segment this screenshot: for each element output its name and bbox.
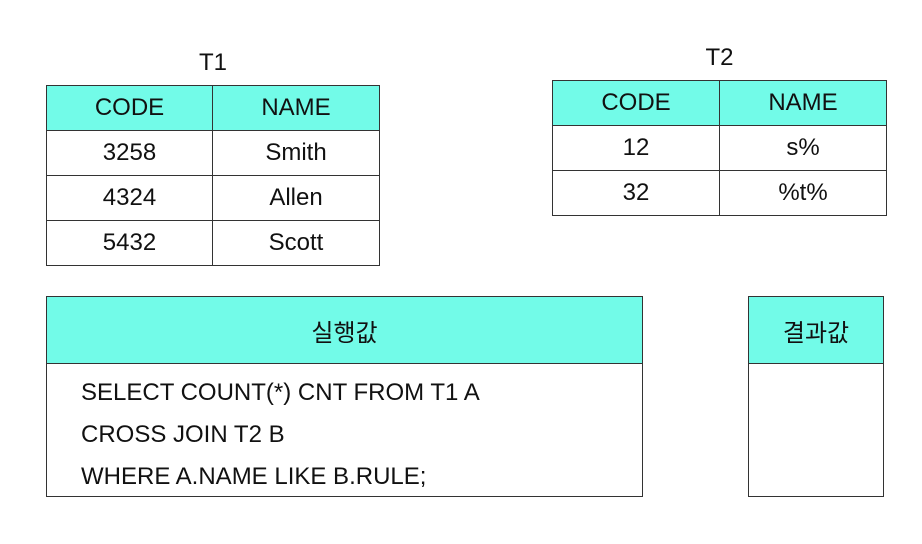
t1-table: CODE NAME 3258 Smith 4324 Allen 5432 Sco… (46, 85, 380, 266)
result-panel: 결과값 (748, 296, 884, 497)
table-row: 3258 Smith (46, 130, 380, 176)
t2-header-code: CODE (552, 80, 720, 126)
t2-cell-name: %t% (719, 170, 887, 216)
t1-cell-code: 5432 (46, 220, 213, 266)
result-panel-title: 결과값 (749, 297, 883, 364)
t2-header-name: NAME (719, 80, 887, 126)
t1-header-row: CODE NAME (46, 85, 380, 131)
table-row: 5432 Scott (46, 220, 380, 266)
t1-cell-code: 4324 (46, 175, 213, 221)
t1-cell-name: Smith (212, 130, 380, 176)
sql-line: CROSS JOIN T2 B (81, 421, 285, 448)
t2-cell-code: 32 (552, 170, 720, 216)
sql-code-block: SELECT COUNT(*) CNT FROM T1 A CROSS JOIN… (47, 364, 642, 498)
t1-cell-code: 3258 (46, 130, 213, 176)
table-row: 4324 Allen (46, 175, 380, 221)
t2-header-row: CODE NAME (552, 80, 887, 126)
t1-header-name: NAME (212, 85, 380, 131)
t2-table: CODE NAME 12 s% 32 %t% (552, 80, 887, 216)
sql-line: SELECT COUNT(*) CNT FROM T1 A (81, 379, 480, 406)
query-panel-title: 실행값 (47, 297, 642, 364)
result-value-box (749, 364, 883, 496)
t1-cell-name: Scott (212, 220, 380, 266)
t1-title: T1 (198, 49, 227, 76)
t2-title: T2 (705, 44, 734, 71)
sql-line: WHERE A.NAME LIKE B.RULE; (81, 463, 427, 490)
t1-header-code: CODE (46, 85, 213, 131)
t1-cell-name: Allen (212, 175, 380, 221)
table-row: 32 %t% (552, 170, 887, 216)
t2-cell-code: 12 (552, 125, 720, 171)
table-row: 12 s% (552, 125, 887, 171)
query-panel: 실행값 SELECT COUNT(*) CNT FROM T1 A CROSS … (46, 296, 643, 497)
t2-cell-name: s% (719, 125, 887, 171)
